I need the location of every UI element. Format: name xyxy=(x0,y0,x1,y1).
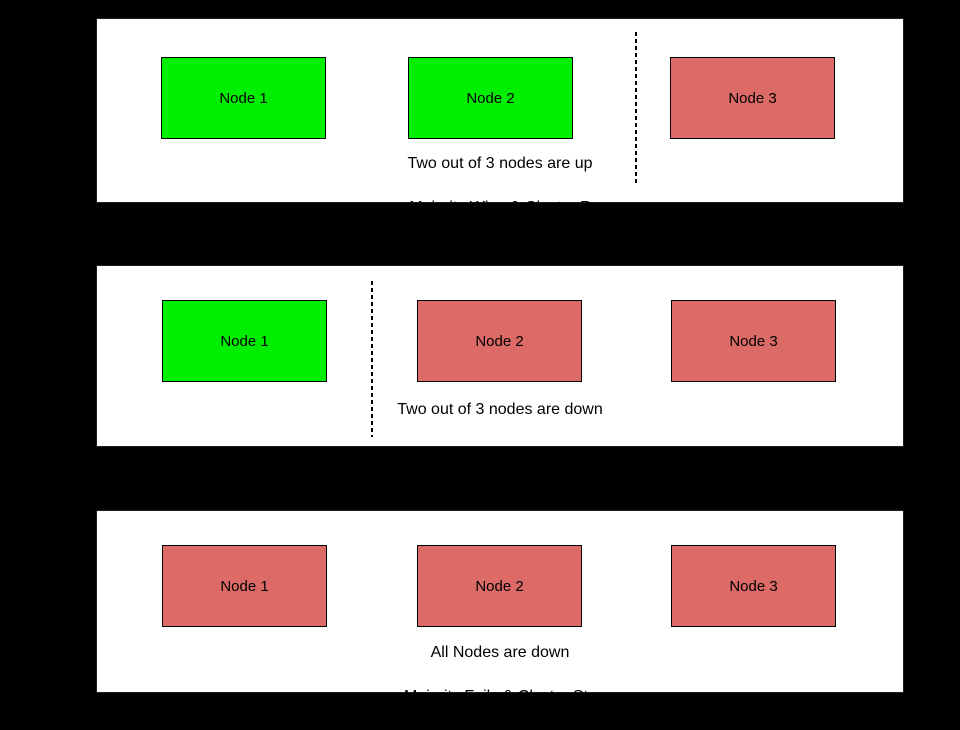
node-label: Node 2 xyxy=(475,332,524,350)
node-box-up: Node 1 xyxy=(161,57,326,139)
node-box-down: Node 3 xyxy=(671,545,836,627)
node-label: Node 3 xyxy=(729,332,778,350)
node-label: Node 1 xyxy=(220,332,269,350)
node-label: Node 3 xyxy=(729,577,778,595)
node-box-up: Node 2 xyxy=(408,57,573,139)
node-box-down: Node 3 xyxy=(671,300,836,382)
node-label: Node 2 xyxy=(475,577,524,595)
caption-line-1: All Nodes are down xyxy=(430,644,570,661)
scenario-caption: Two out of 3 nodes are down Majority Fai… xyxy=(97,399,903,487)
node-label: Node 3 xyxy=(728,89,777,107)
caption-line-2: Majority Fails & Cluster Stops xyxy=(403,445,614,462)
node-box-up: Node 1 xyxy=(162,300,327,382)
caption-line-1: Two out of 3 nodes are up xyxy=(407,155,593,172)
scenario-caption: All Nodes are down Majority Fails & Clus… xyxy=(97,642,903,730)
node-label: Node 2 xyxy=(466,89,515,107)
node-label: Node 1 xyxy=(219,89,268,107)
node-box-down: Node 2 xyxy=(417,300,582,382)
node-box-down: Node 2 xyxy=(417,545,582,627)
caption-line-1: Two out of 3 nodes are down xyxy=(397,401,603,418)
scenario-caption: Two out of 3 nodes are up , Majority Win… xyxy=(97,153,903,241)
node-label: Node 1 xyxy=(220,577,269,595)
scenario-panel-all-nodes-down: Node 1 Node 2 Node 3 All Nodes are down … xyxy=(96,510,904,705)
scenario-panel-two-nodes-down: Node 1 Node 2 Node 3 Two out of 3 nodes … xyxy=(96,265,904,462)
caption-line-2: Majority Fails & Cluster Stops xyxy=(403,688,614,705)
partition-dashed-line xyxy=(371,281,373,437)
scenario-panel-two-nodes-up: Node 1 Node 2 Node 3 Two out of 3 nodes … xyxy=(96,18,904,216)
node-box-down: Node 1 xyxy=(162,545,327,627)
partition-dashed-line xyxy=(635,32,637,185)
node-box-down: Node 3 xyxy=(670,57,835,139)
caption-line-2: , Majority Wins & Cluster Runs xyxy=(400,199,618,216)
